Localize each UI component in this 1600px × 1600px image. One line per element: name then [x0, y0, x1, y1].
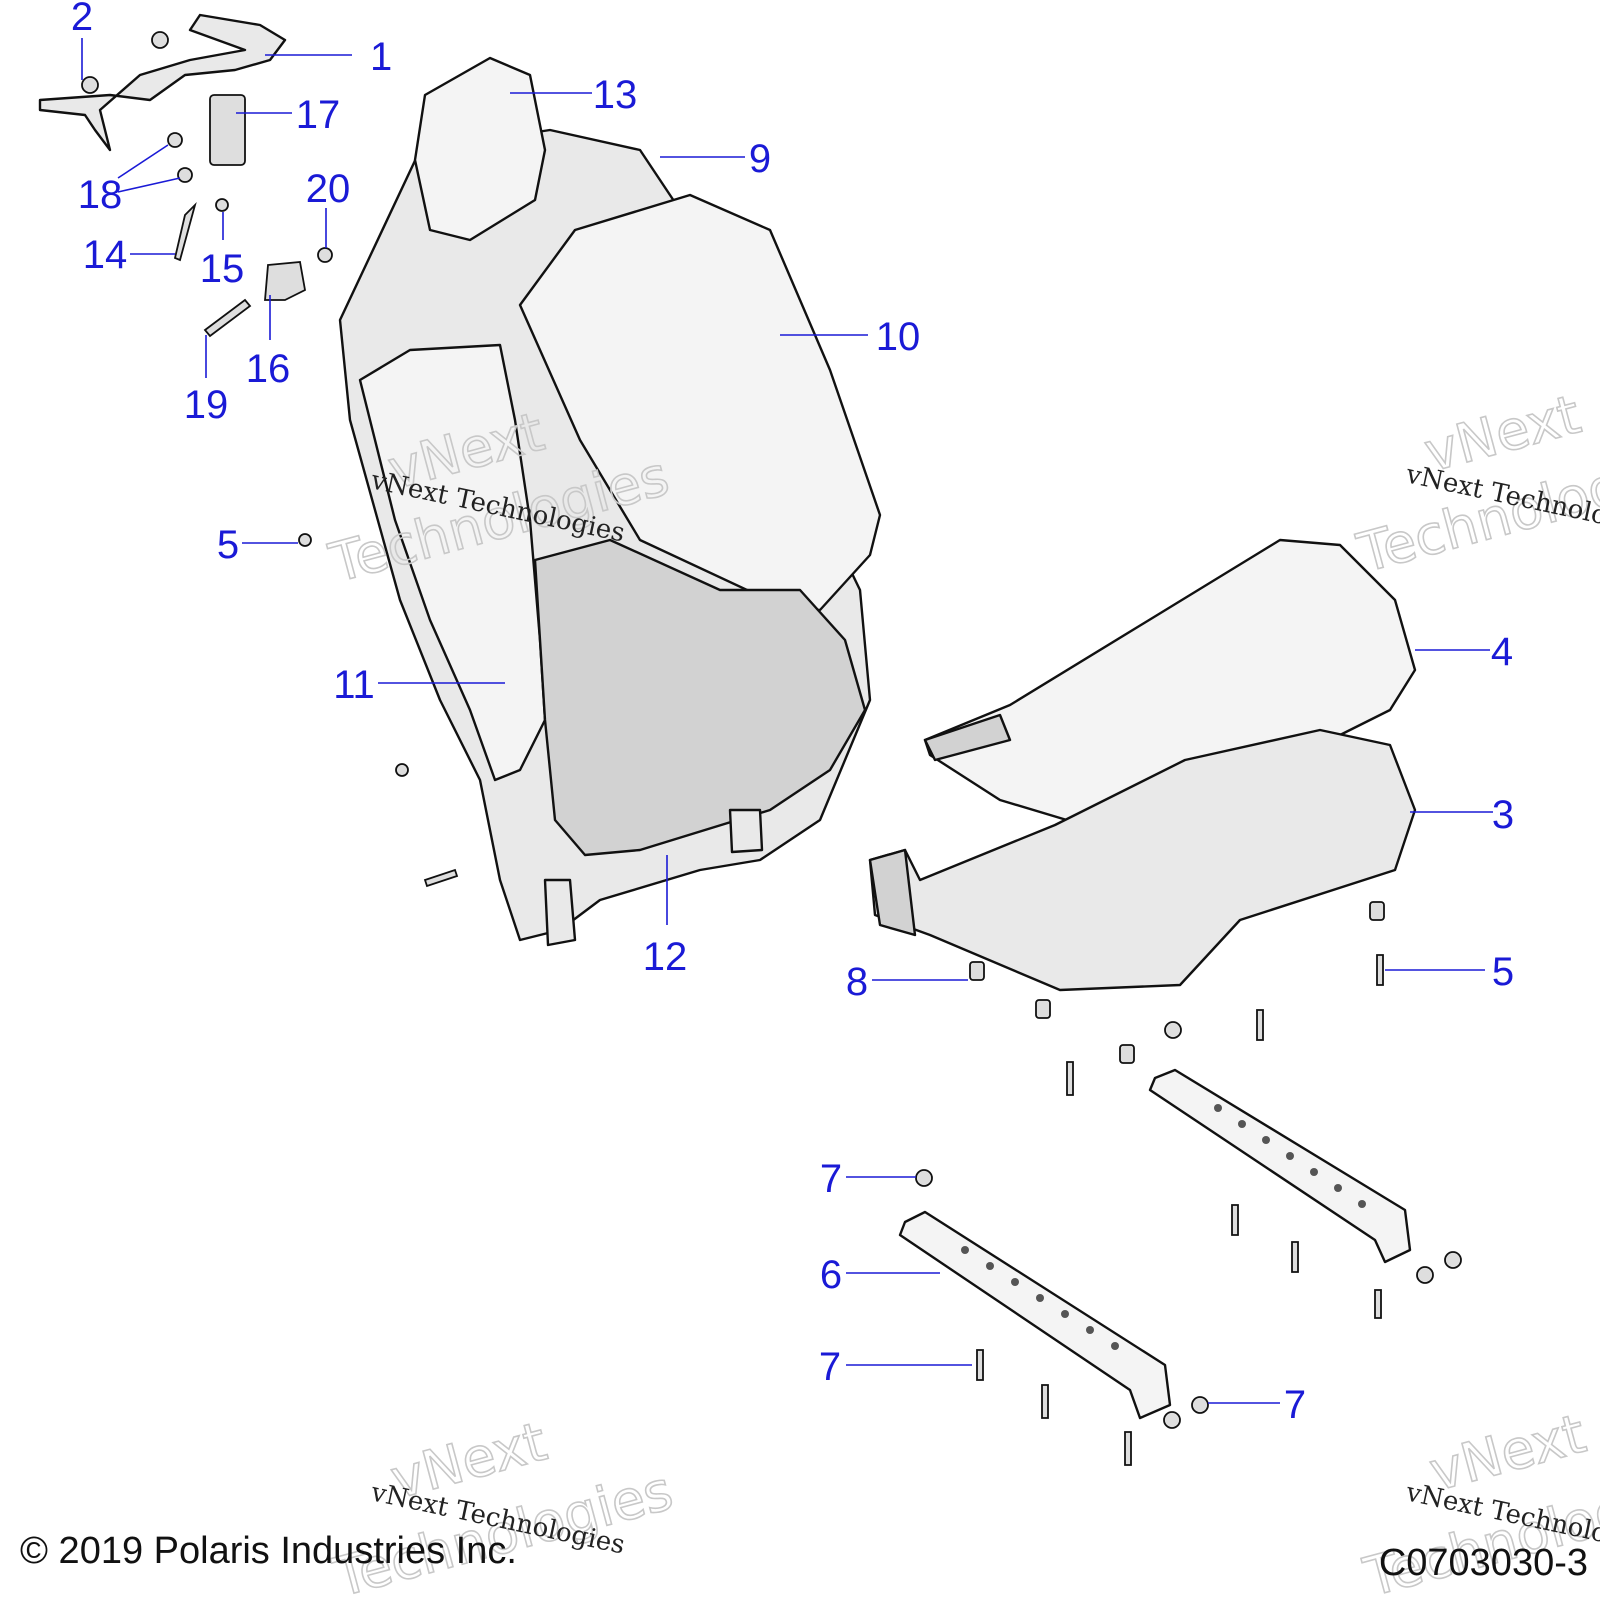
copyright-text: © 2019 Polaris Industries Inc.: [20, 1530, 517, 1572]
washer: [298, 533, 312, 547]
callout-label: 17: [296, 93, 341, 137]
callout-label: 11: [333, 663, 375, 707]
washer: [395, 763, 409, 777]
grommet: [1369, 901, 1385, 921]
headrest: [413, 56, 547, 242]
stud: [1231, 1204, 1239, 1236]
seat-cushion-front-edge: [923, 713, 1012, 762]
callout-label: 10: [876, 315, 921, 359]
callout-label: 1: [370, 35, 392, 79]
pin: [173, 201, 197, 262]
callout-label: 18: [78, 173, 123, 217]
callout-label: 5: [1492, 950, 1514, 994]
clip: [81, 76, 99, 94]
callout-label: 16: [246, 347, 291, 391]
leader-lines: [81, 38, 1493, 1404]
seat-back-foot-left: [543, 878, 577, 947]
seat-back: [338, 56, 882, 947]
seat-base-lip: [868, 848, 917, 937]
callout-label: 6: [820, 1253, 842, 1297]
stud: [1291, 1241, 1299, 1273]
nut: [215, 198, 229, 212]
seat-rail-upper: [1148, 1068, 1412, 1264]
nut: [167, 132, 183, 148]
screw-head: [915, 1169, 933, 1187]
screw-head: [1163, 1411, 1181, 1429]
callout-label: 13: [593, 73, 638, 117]
stud: [1256, 1009, 1264, 1041]
stud: [1066, 1061, 1074, 1096]
stud: [1374, 1289, 1382, 1319]
figure-id: C0703030-3: [1379, 1542, 1588, 1584]
stud: [976, 1349, 984, 1381]
seat-cushion: [923, 538, 1417, 832]
latch-bracket: [209, 94, 246, 166]
callout-label: 8: [846, 960, 868, 1004]
callout-label: 7: [819, 1345, 841, 1389]
lower-back-cushion: [533, 538, 867, 857]
handle-bar: [38, 13, 287, 152]
clip: [151, 31, 169, 49]
seat-rail-lower: [898, 1210, 1172, 1420]
callout-label: 4: [1491, 630, 1513, 674]
long-bolt: [203, 298, 252, 338]
callout-label: 3: [1492, 793, 1514, 837]
callout-label: 7: [1284, 1383, 1306, 1427]
hinge-bracket: [264, 261, 307, 301]
watermarks: vNext Technologies vNext Technologies vN…: [322, 382, 1600, 1600]
callout-label: 14: [83, 233, 128, 277]
upper-back-cushion: [518, 193, 882, 612]
screw-head: [1191, 1396, 1209, 1414]
stud: [1041, 1384, 1049, 1419]
screw-head: [1444, 1251, 1462, 1269]
stud: [1376, 954, 1384, 986]
callout-label: 2: [71, 0, 93, 39]
grommet: [969, 961, 985, 981]
screw-head: [1416, 1266, 1434, 1284]
screw-head: [1164, 1021, 1182, 1039]
seat-base: [868, 728, 1417, 992]
nut: [177, 167, 193, 183]
grommet: [1119, 1044, 1135, 1064]
screw: [423, 868, 459, 888]
callout-label: 12: [643, 935, 688, 979]
callout-label: 7: [820, 1157, 842, 1201]
grommet: [1035, 999, 1051, 1019]
nut: [317, 247, 333, 263]
callout-label: 15: [200, 247, 245, 291]
callout-label: 9: [749, 137, 771, 181]
seat-back-foot-right: [728, 808, 764, 854]
callout-labels: 1 2 13 17 9 18 20 14 15 10 16 19 5 4 11 …: [71, 0, 1514, 1427]
stud: [1124, 1431, 1132, 1466]
callout-label: 20: [306, 167, 351, 211]
callout-label: 5: [217, 523, 239, 567]
callout-label: 19: [184, 383, 229, 427]
